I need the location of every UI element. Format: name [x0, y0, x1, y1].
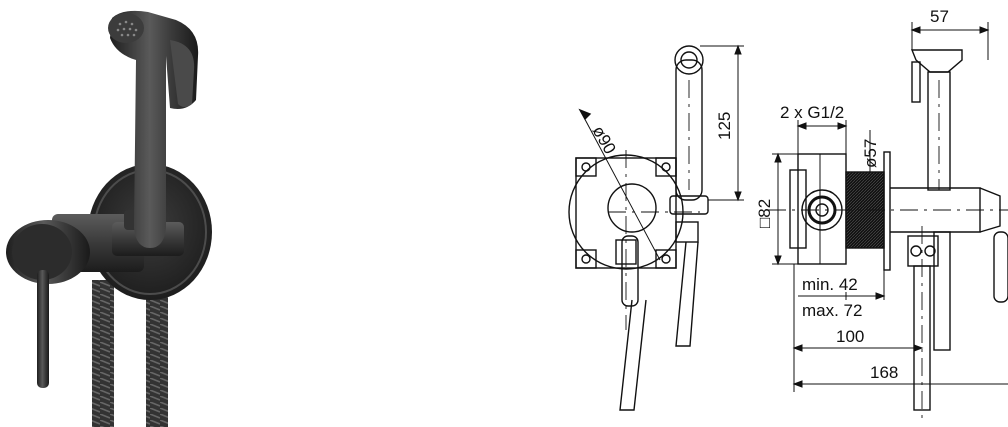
dim-125: 125 — [715, 112, 734, 140]
hose-right — [146, 262, 168, 427]
dim-168: 168 — [870, 363, 898, 382]
spray-head-icon — [116, 20, 138, 37]
dim-box-82: □82 — [755, 199, 774, 228]
mixer-lever — [37, 270, 49, 388]
technical-drawing — [568, 22, 1008, 420]
dim-min-42: min. 42 — [802, 275, 858, 294]
side-view — [768, 49, 1008, 420]
hose-left — [92, 280, 114, 427]
dim-diameter-90: ø90 — [589, 123, 620, 158]
dimension-lines — [700, 22, 1008, 392]
dim-diameter-57: ø57 — [861, 139, 880, 168]
dim-max-72: max. 72 — [802, 301, 862, 320]
dim-connections: 2 x G1/2 — [780, 103, 844, 122]
dim-57: 57 — [930, 7, 949, 26]
front-view — [568, 45, 709, 411]
bidet-shower-mixer-photo — [6, 10, 212, 427]
dim-100: 100 — [836, 327, 864, 346]
